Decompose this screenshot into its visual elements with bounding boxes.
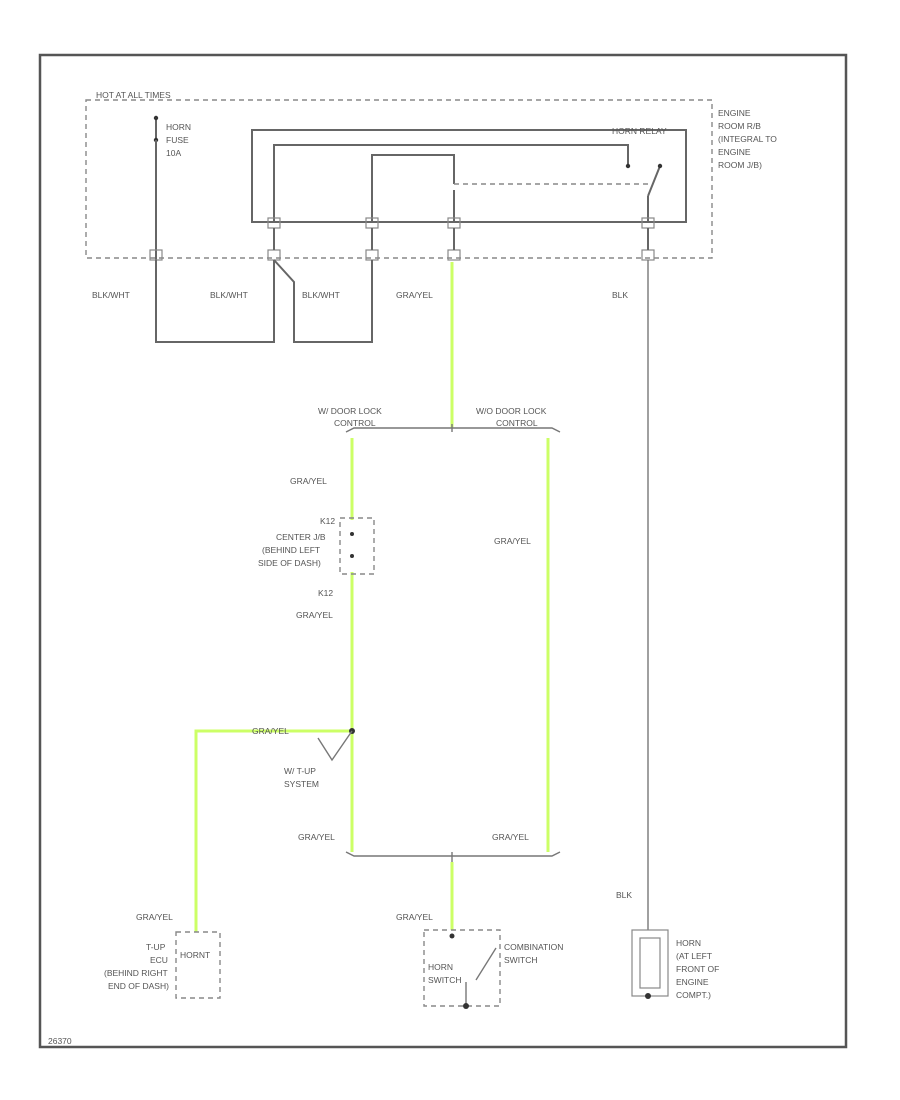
k12-top-label: K12 <box>320 516 335 526</box>
horn-label-2: (AT LEFT <box>676 951 712 961</box>
tup-ecu-label-1: T-UP <box>146 942 166 952</box>
horn-relay-label: HORN RELAY <box>612 126 667 136</box>
engine-room-label-4: ENGINE <box>718 147 751 157</box>
relay-terminals <box>149 217 655 261</box>
blk-bottom-label: BLK <box>616 890 632 900</box>
horn-fuse-label: HORN <box>166 122 191 132</box>
combination-switch-label-2: SWITCH <box>504 955 538 965</box>
center-jb <box>339 517 375 575</box>
combination-switch <box>423 929 501 1009</box>
gra-yel-right-label-3: GRA/YEL <box>492 832 529 842</box>
gra-yel-bottom-mid-label: GRA/YEL <box>396 912 433 922</box>
gra-yel-wires <box>194 262 550 932</box>
wtup-label-1: W/ T-UP <box>284 766 316 776</box>
tup-ecu-label-3: (BEHIND RIGHT <box>104 968 168 978</box>
horn-device <box>631 929 669 999</box>
w-door-lock-label-2: CONTROL <box>334 418 376 428</box>
gra-yel-label-top: GRA/YEL <box>396 290 433 300</box>
gra-yel-left-label-3: GRA/YEL <box>298 832 335 842</box>
gra-yel-tup-label: GRA/YEL <box>252 726 289 736</box>
horn-label-4: ENGINE <box>676 977 709 987</box>
hornt-label: HORNT <box>180 950 210 960</box>
combination-switch-label-1: COMBINATION <box>504 942 563 952</box>
w-door-lock-label-1: W/ DOOR LOCK <box>318 406 382 416</box>
horn-label-5: COMPT.) <box>676 990 711 1000</box>
figure-id-label: 26370 <box>48 1036 72 1046</box>
engine-room-rb-box <box>85 99 713 259</box>
wo-door-lock-label-1: W/O DOOR LOCK <box>476 406 547 416</box>
engine-room-label-5: ROOM J/B) <box>718 160 762 170</box>
horn-switch-label-1: HORN <box>428 962 453 972</box>
tup-ecu-label-4: END OF DASH) <box>108 981 169 991</box>
tup-ecu <box>175 931 221 999</box>
center-jb-label-1: CENTER J/B <box>276 532 326 542</box>
blk-wht-label-2: BLK/WHT <box>210 290 248 300</box>
hot-at-all-times-label: HOT AT ALL TIMES <box>96 90 171 100</box>
gra-yel-left-label-2: GRA/YEL <box>296 610 333 620</box>
gra-yel-left-label-1: GRA/YEL <box>290 476 327 486</box>
blk-label-top: BLK <box>612 290 628 300</box>
center-jb-label-3: SIDE OF DASH) <box>258 558 321 568</box>
engine-room-label-2: ROOM R/B <box>718 121 761 131</box>
engine-room-label-3: (INTEGRAL TO <box>718 134 777 144</box>
horn-label-3: FRONT OF <box>676 964 719 974</box>
center-jb-label-2: (BEHIND LEFT <box>262 545 320 555</box>
blk-wht-label-1: BLK/WHT <box>92 290 130 300</box>
wtup-label-2: SYSTEM <box>284 779 319 789</box>
blk-wht-loops <box>155 228 649 343</box>
gra-yel-bottom-left-label: GRA/YEL <box>136 912 173 922</box>
blk-wht-label-3: BLK/WHT <box>302 290 340 300</box>
diagram-frame <box>38 53 848 1049</box>
splice-brackets <box>345 424 561 862</box>
horn-fuse-label-2: FUSE <box>166 135 189 145</box>
wo-door-lock-label-2: CONTROL <box>496 418 538 428</box>
engine-room-label-1: ENGINE <box>718 108 751 118</box>
horn-fuse-label-3: 10A <box>166 148 181 158</box>
horn-relay <box>251 129 687 223</box>
gra-yel-right-mid-label: GRA/YEL <box>494 536 531 546</box>
horn-switch-label-2: SWITCH <box>428 975 462 985</box>
tup-ecu-label-2: ECU <box>150 955 168 965</box>
k12-bottom-label: K12 <box>318 588 333 598</box>
tup-switch <box>317 728 355 762</box>
horn-label-1: HORN <box>676 938 701 948</box>
